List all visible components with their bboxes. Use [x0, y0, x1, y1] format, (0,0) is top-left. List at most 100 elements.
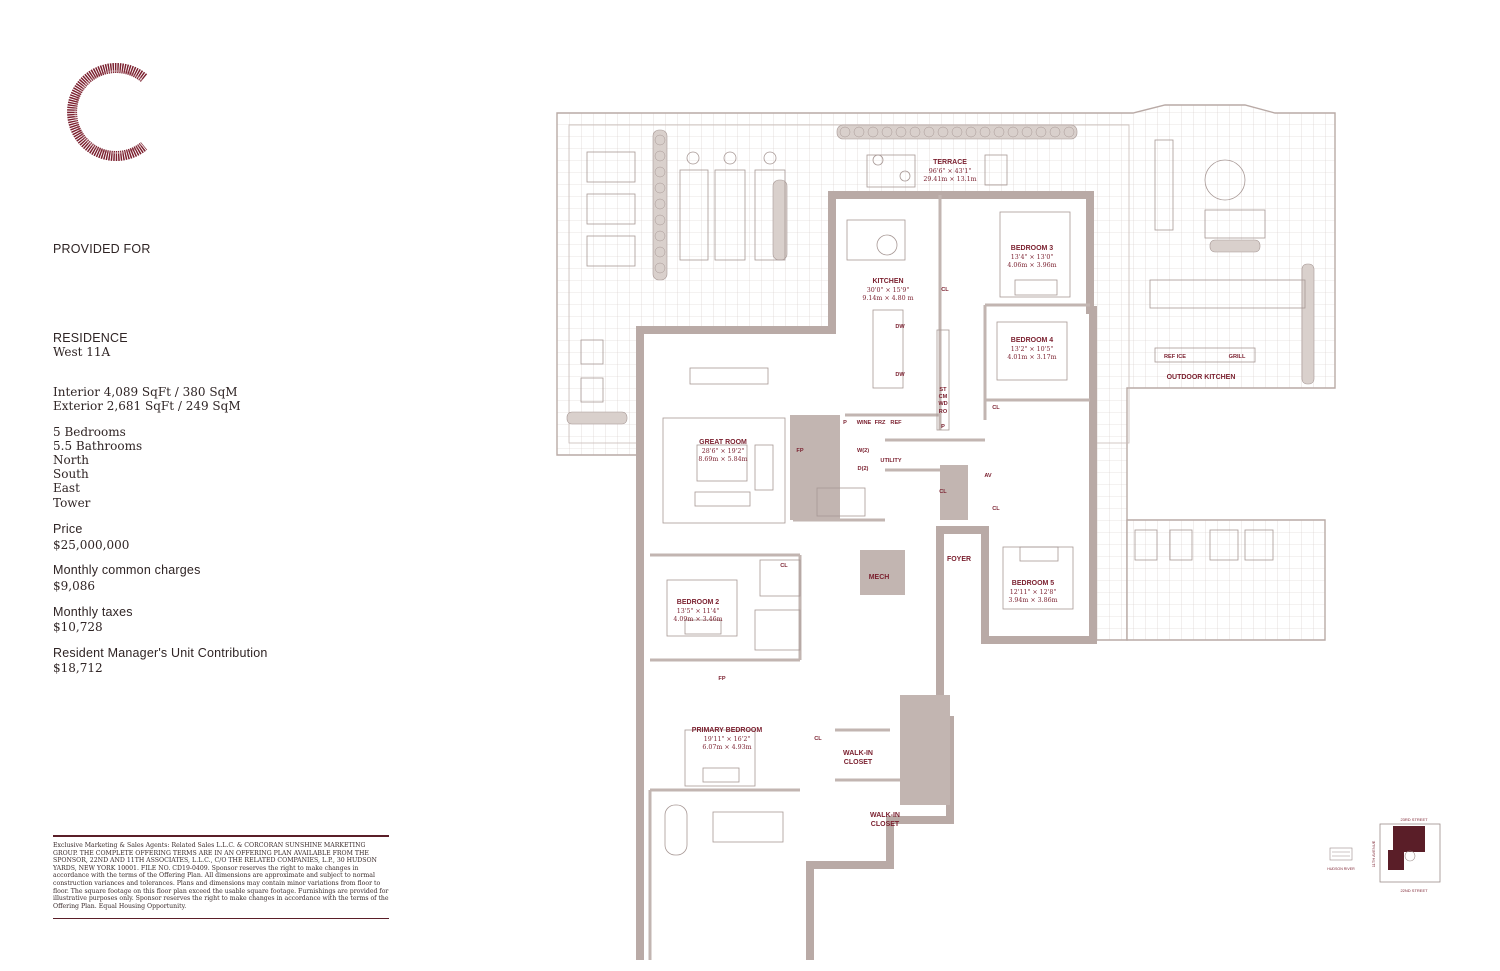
brand-logo-c-icon [67, 63, 148, 161]
rm-contribution-value: $18,712 [53, 661, 103, 675]
feature-exposure-east: East [53, 481, 80, 495]
svg-text:OUTDOOR KITCHEN: OUTDOOR KITCHEN [1167, 374, 1236, 381]
svg-text:CL: CL [992, 405, 1000, 411]
feature-exposure-south: South [53, 467, 89, 481]
svg-text:13'2" × 10'5": 13'2" × 10'5" [1011, 346, 1054, 353]
svg-text:PRIMARY BEDROOM: PRIMARY BEDROOM [692, 727, 763, 734]
svg-text:CLOSET: CLOSET [844, 759, 873, 766]
svg-text:W(2): W(2) [857, 448, 869, 454]
svg-text:13'5" × 11'4": 13'5" × 11'4" [677, 608, 720, 615]
residence-label: RESIDENCE [53, 331, 128, 345]
room-label-kitchen: KITCHEN 30'0" × 15'9" 9.14m × 4.80 m [862, 278, 913, 302]
svg-text:AV: AV [984, 473, 992, 479]
key-plan-circle [1404, 850, 1416, 862]
feature-bathrooms: 5.5 Bathrooms [53, 439, 143, 453]
planter-dots [654, 126, 1075, 274]
key-plan: HUDSON RIVER 23RD STREET 22ND STREET 11T… [1327, 817, 1441, 893]
svg-text:BEDROOM 3: BEDROOM 3 [1011, 245, 1054, 252]
svg-text:TERRACE: TERRACE [933, 159, 967, 166]
exterior-area: Exterior 2,681 SqFt / 249 SqM [53, 399, 241, 413]
svg-text:19'11" × 16'2": 19'11" × 16'2" [704, 736, 751, 743]
key-plan-street-top: 23RD STREET [1400, 817, 1428, 822]
svg-text:P: P [843, 420, 847, 426]
key-plan-avenue: 11TH AVENUE [1371, 840, 1376, 867]
svg-text:P: P [941, 424, 945, 430]
svg-text:BEDROOM 4: BEDROOM 4 [1011, 337, 1054, 344]
svg-text:CL: CL [780, 563, 788, 569]
svg-text:28'6" × 19'2": 28'6" × 19'2" [702, 448, 745, 455]
taxes-label: Monthly taxes [53, 605, 133, 619]
svg-text:FRZ: FRZ [875, 420, 886, 426]
svg-text:CL: CL [939, 489, 947, 495]
rm-contribution-label: Resident Manager's Unit Contribution [53, 646, 268, 660]
common-charges-value: $9,086 [53, 579, 95, 593]
svg-text:FP: FP [796, 448, 803, 454]
svg-text:CL: CL [941, 287, 949, 293]
room-label-bedroom-2: BEDROOM 2 13'5" × 11'4" 4.09m × 3.46m [673, 599, 722, 623]
svg-text:BEDROOM 5: BEDROOM 5 [1012, 580, 1055, 587]
svg-text:4.01m × 3.17m: 4.01m × 3.17m [1007, 354, 1056, 361]
taxes-value: $10,728 [53, 620, 103, 634]
residence-value: West 11A [53, 345, 111, 359]
svg-text:WD: WD [938, 401, 947, 407]
svg-text:D(2): D(2) [858, 466, 869, 472]
svg-text:GRILL: GRILL [1229, 354, 1246, 360]
feature-tower: Tower [53, 496, 91, 510]
disclaimer-rule-bottom [53, 918, 389, 919]
price-value: $25,000,000 [53, 538, 130, 552]
disclaimer-rule-top [53, 835, 389, 837]
svg-text:REF ICE: REF ICE [1164, 354, 1186, 360]
svg-text:HUDSON RIVER: HUDSON RIVER [1327, 867, 1355, 871]
svg-text:GREAT ROOM: GREAT ROOM [699, 439, 747, 446]
svg-text:REF: REF [890, 420, 902, 426]
key-plan-unit-highlight-lower [1388, 850, 1404, 870]
interior-furniture [662, 211, 1074, 856]
fixture-labels: OUTDOOR KITCHEN REF ICE GRILL FOYER MECH… [718, 287, 1246, 828]
svg-text:12'11" × 12'8": 12'11" × 12'8" [1010, 589, 1057, 596]
svg-text:CLOSET: CLOSET [871, 821, 900, 828]
svg-text:29.41m × 13.1m: 29.41m × 13.1m [923, 176, 976, 183]
svg-text:UTILITY: UTILITY [880, 458, 901, 464]
svg-text:CM: CM [939, 394, 948, 400]
room-label-primary-bedroom: PRIMARY BEDROOM 19'11" × 16'2" 6.07m × 4… [692, 727, 763, 751]
floor-plan: TERRACE 96'6" × 43'1" 29.41m × 13.1m KIT… [556, 104, 1336, 960]
svg-text:DW: DW [895, 372, 905, 378]
svg-text:13'4" × 13'0": 13'4" × 13'0" [1011, 254, 1054, 261]
outdoor-furniture [580, 139, 1306, 561]
interior-walls [636, 191, 1097, 960]
svg-text:DW: DW [895, 324, 905, 330]
svg-text:96'6" × 43'1": 96'6" × 43'1" [929, 168, 972, 175]
legal-disclaimer: Exclusive Marketing & Sales Agents: Rela… [53, 842, 389, 910]
svg-text:MECH: MECH [869, 574, 890, 581]
room-label-bedroom-3: BEDROOM 3 13'4" × 13'0" 4.06m × 3.96m [1007, 245, 1056, 269]
room-label-great-room: GREAT ROOM 28'6" × 19'2" 8.69m × 5.84m [698, 439, 747, 463]
room-label-bedroom-4: BEDROOM 4 13'2" × 10'5" 4.01m × 3.17m [1007, 337, 1056, 361]
common-charges-label: Monthly common charges [53, 563, 201, 577]
svg-text:WALK-IN: WALK-IN [870, 812, 900, 819]
feature-bedrooms: 5 Bedrooms [53, 425, 126, 439]
svg-text:30'0" × 15'9": 30'0" × 15'9" [867, 287, 910, 294]
svg-text:KITCHEN: KITCHEN [872, 278, 903, 285]
svg-text:4.09m × 3.46m: 4.09m × 3.46m [673, 616, 722, 623]
svg-text:3.94m × 3.86m: 3.94m × 3.86m [1008, 597, 1057, 604]
key-plan-street-bottom: 22ND STREET [1400, 888, 1428, 893]
svg-text:ST: ST [939, 387, 947, 393]
svg-text:9.14m × 4.80 m: 9.14m × 4.80 m [862, 295, 913, 302]
svg-text:RO: RO [939, 409, 948, 415]
svg-text:FOYER: FOYER [947, 556, 971, 563]
svg-text:BEDROOM 2: BEDROOM 2 [677, 599, 720, 606]
hudson-river-marker: HUDSON RIVER [1327, 847, 1355, 871]
svg-text:WINE: WINE [857, 420, 872, 426]
svg-text:4.06m × 3.96m: 4.06m × 3.96m [1007, 262, 1056, 269]
room-label-terrace: TERRACE 96'6" × 43'1" 29.41m × 13.1m [923, 159, 976, 183]
svg-text:WALK-IN: WALK-IN [843, 750, 873, 757]
room-label-bedroom-5: BEDROOM 5 12'11" × 12'8" 3.94m × 3.86m [1008, 580, 1057, 604]
provided-for-label: PROVIDED FOR [53, 242, 151, 256]
svg-text:8.69m × 5.84m: 8.69m × 5.84m [698, 456, 747, 463]
feature-exposure-north: North [53, 453, 90, 467]
svg-text:FP: FP [718, 676, 725, 682]
svg-text:CL: CL [992, 506, 1000, 512]
price-label: Price [53, 522, 83, 536]
interior-area: Interior 4,089 SqFt / 380 SqM [53, 385, 238, 399]
svg-text:6.07m × 4.93m: 6.07m × 4.93m [702, 744, 751, 751]
